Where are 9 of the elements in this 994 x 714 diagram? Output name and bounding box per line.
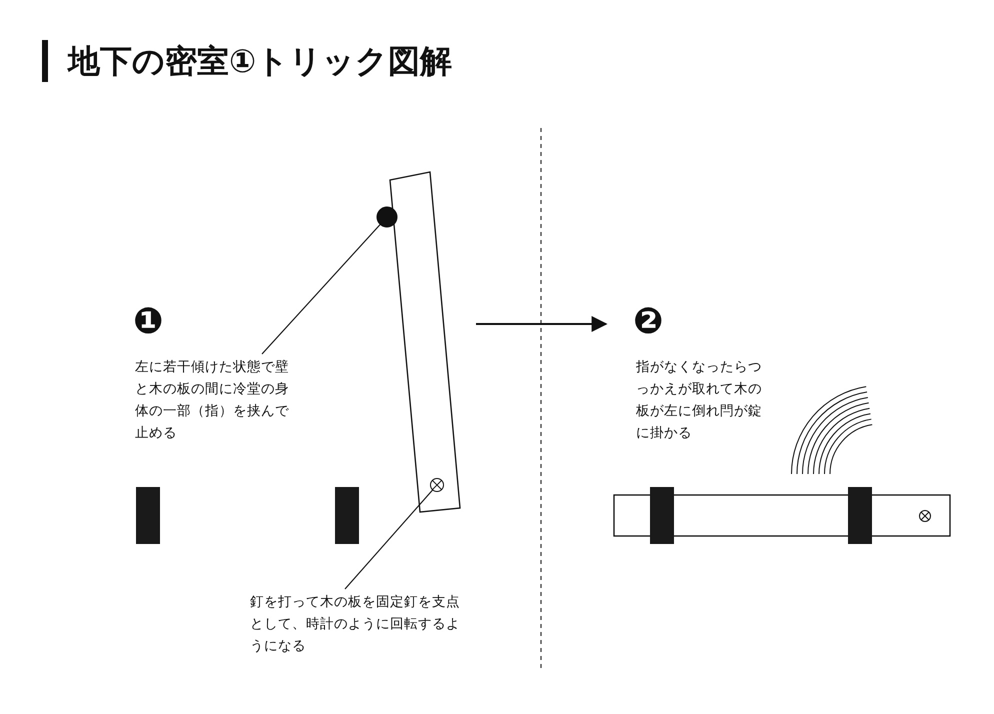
callout-text: 左に若干傾けた状態で壁と木の板の間に冷堂の身体の一部（指）を挟んで止める xyxy=(135,356,300,444)
leader-line xyxy=(262,224,381,354)
leader-line xyxy=(344,490,434,590)
callout-text: 釘を打って木の板を固定釘を支点として、時計のように回転するようになる xyxy=(250,591,465,657)
step-number: ❶ xyxy=(133,304,164,340)
pivot-dot xyxy=(376,206,398,228)
callout-text: 指がなくなったらつっかえが取れて木の板が左に倒れ閂が錠に掛かる xyxy=(636,358,763,443)
step-number: ❷ xyxy=(633,304,664,340)
title: 地下の密室①トリック図解 xyxy=(68,41,452,82)
